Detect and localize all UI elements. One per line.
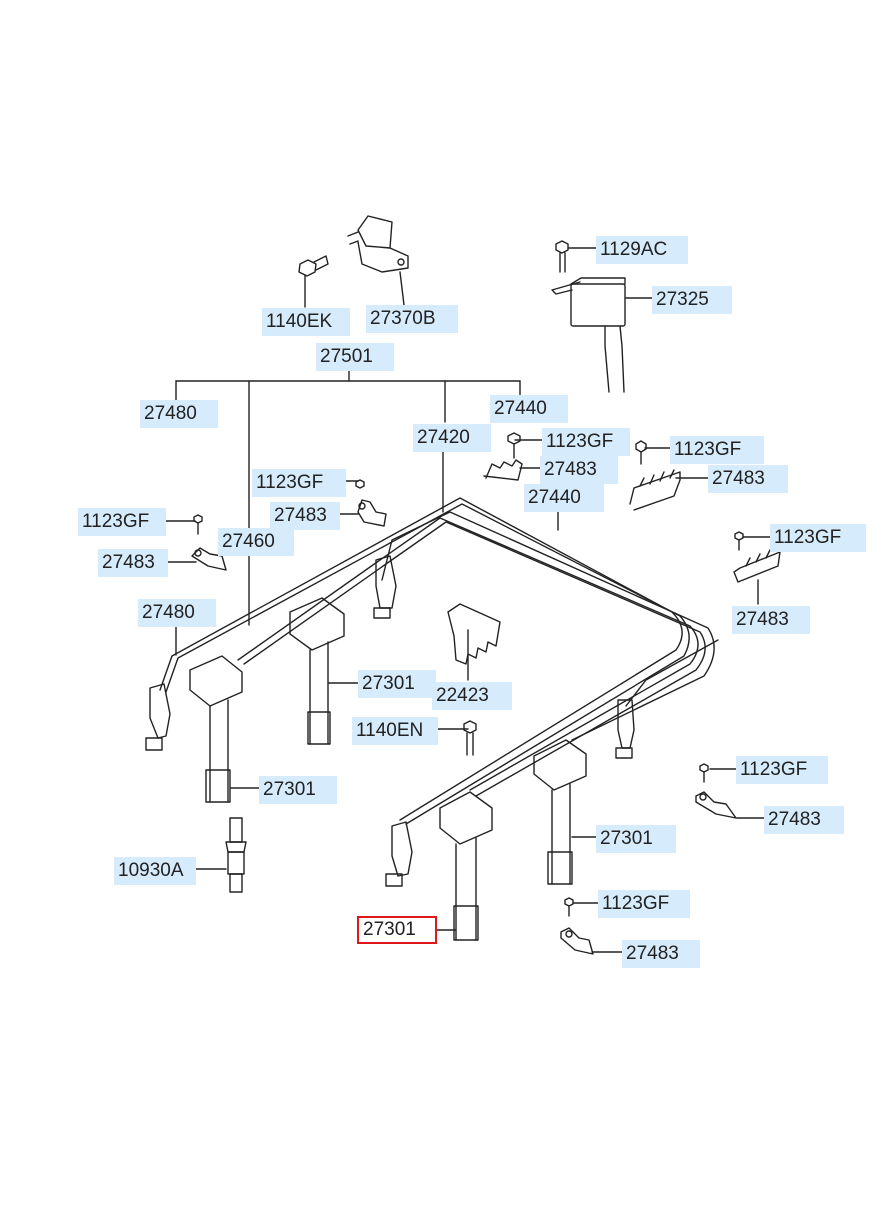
ignition-coil-a[interactable] — [189, 655, 243, 803]
part-label-1123gf-b[interactable]: 1123GF — [670, 436, 764, 464]
part-label-27501[interactable]: 27501 — [316, 343, 394, 371]
bracket-22423[interactable] — [447, 603, 501, 665]
sensor-27325[interactable] — [551, 277, 626, 393]
clip-27483-f[interactable] — [695, 763, 737, 819]
part-label-10930a[interactable]: 10930A — [114, 857, 196, 885]
part-label-27460[interactable]: 27460 — [218, 528, 294, 556]
plug-boot-lower[interactable] — [385, 821, 413, 887]
ignition-wire-harness[interactable] — [159, 497, 719, 825]
part-label-27301-selected[interactable]: 27301 — [357, 916, 437, 944]
clip-27483-g[interactable] — [560, 897, 594, 955]
bolt-1140ek[interactable] — [298, 255, 329, 277]
ignition-coil-d[interactable] — [439, 791, 493, 941]
clip-27483-e[interactable] — [733, 531, 781, 583]
ignition-coil-b[interactable] — [289, 597, 345, 745]
part-label-1129ac[interactable]: 1129AC — [596, 236, 688, 264]
part-label-27420[interactable]: 27420 — [413, 424, 491, 452]
plug-boot-right[interactable] — [615, 699, 635, 759]
part-label-27483-b[interactable]: 27483 — [708, 465, 788, 493]
part-label-27480-left[interactable]: 27480 — [138, 599, 216, 627]
bolt-1129ac[interactable] — [555, 240, 569, 273]
clip-27483-a[interactable] — [483, 432, 523, 481]
ignition-coil-c[interactable] — [533, 739, 587, 885]
harness-tree-lines — [175, 369, 521, 626]
part-label-1123gf-c[interactable]: 1123GF — [252, 469, 346, 497]
clip-27483-b[interactable] — [629, 440, 681, 511]
connector-27370b[interactable] — [347, 215, 409, 273]
part-label-27301-a[interactable]: 27301 — [358, 670, 436, 698]
part-label-27483-a[interactable]: 27483 — [540, 456, 618, 484]
part-label-22423[interactable]: 22423 — [432, 682, 512, 710]
clip-27483-c[interactable] — [355, 479, 387, 527]
plug-boot-left[interactable] — [145, 683, 171, 751]
bolt-1140en[interactable] — [463, 720, 477, 756]
part-label-27483-e[interactable]: 27483 — [732, 606, 810, 634]
spark-plug-10930a[interactable] — [225, 817, 247, 893]
part-label-27483-c[interactable]: 27483 — [270, 502, 340, 530]
part-label-27480-top[interactable]: 27480 — [140, 400, 218, 428]
part-label-27301-c[interactable]: 27301 — [596, 825, 676, 853]
part-label-27370b[interactable]: 27370B — [366, 305, 458, 333]
part-label-1140ek[interactable]: 1140EK — [262, 308, 350, 336]
plug-boot-center[interactable] — [373, 555, 397, 619]
part-label-27440-top[interactable]: 27440 — [490, 395, 568, 423]
part-label-1123gf-e[interactable]: 1123GF — [770, 524, 866, 552]
part-label-27440-mid[interactable]: 27440 — [524, 484, 604, 512]
part-label-1123gf-g[interactable]: 1123GF — [598, 890, 690, 918]
part-label-1123gf-f[interactable]: 1123GF — [736, 756, 828, 784]
part-label-27483-g[interactable]: 27483 — [622, 940, 700, 968]
part-label-1123gf-a[interactable]: 1123GF — [542, 428, 630, 456]
part-label-27483-f[interactable]: 27483 — [764, 806, 844, 834]
part-label-1140en[interactable]: 1140EN — [352, 717, 438, 745]
clip-27483-d[interactable] — [191, 514, 227, 571]
part-label-27301-b[interactable]: 27301 — [259, 776, 337, 804]
part-label-1123gf-d[interactable]: 1123GF — [78, 508, 166, 536]
part-label-27325[interactable]: 27325 — [652, 286, 732, 314]
leader-lines — [164, 247, 773, 953]
part-label-27483-d[interactable]: 27483 — [98, 549, 168, 577]
